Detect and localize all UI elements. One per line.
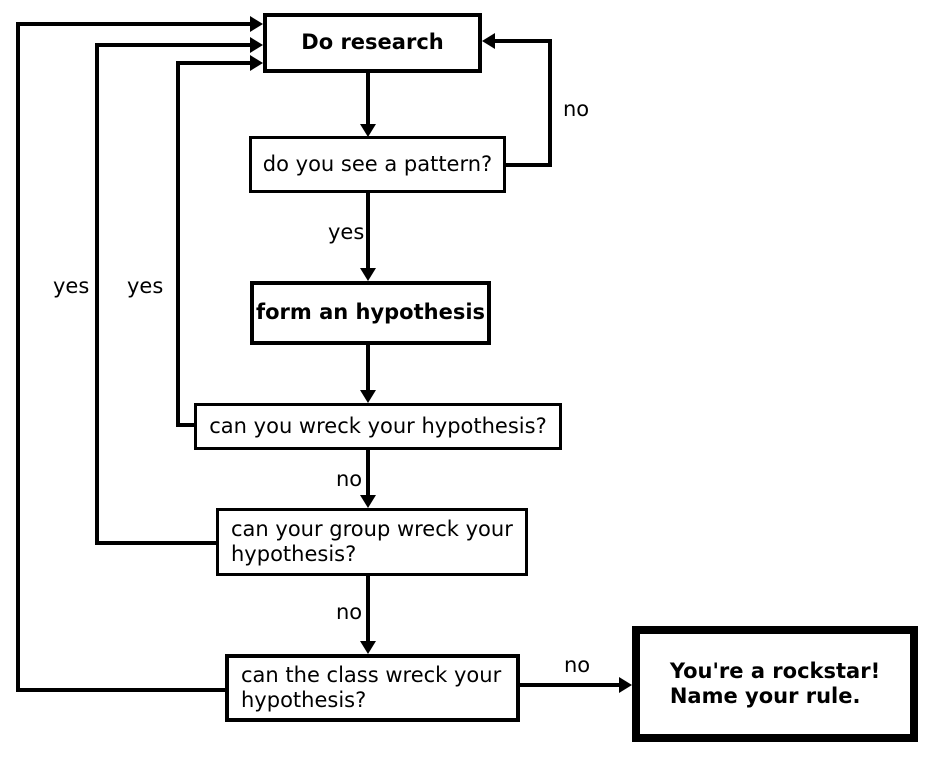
node-rockstar-label: You're a rockstar!Name your rule. (670, 659, 880, 709)
edge-wreckself-yes-loop-top-line (176, 61, 252, 65)
edge-group-yes-loop-bottom-line (97, 541, 219, 545)
edge-hypothesis-to-wreckself-line (366, 345, 370, 392)
edge-research-to-pattern-arrowhead (360, 124, 376, 137)
edge-class-to-rockstar-arrowhead (619, 677, 632, 693)
edge-wreckself-yes-loop-vertical-line (176, 61, 180, 427)
edge-wreckself-yes-loop-arrowhead (250, 55, 263, 71)
edge-pattern-no-loop-top-line (494, 39, 552, 43)
node-see-pattern: do you see a pattern? (249, 136, 506, 193)
node-wreck-your-hypothesis: can you wreck your hypothesis? (194, 403, 562, 450)
node-do-research: Do research (263, 13, 482, 73)
node-group-wreck-hypothesis: can your group wreck your hypothesis? (216, 508, 528, 576)
edge-wreckself-yes-loop-bottom-line (178, 423, 197, 427)
node-wreck-your-hypothesis-label: can you wreck your hypothesis? (209, 413, 547, 438)
edge-group-yes-loop-top-line (95, 43, 252, 47)
edge-pattern-to-hypothesis-line (366, 193, 370, 270)
edge-label-class-no: no (564, 653, 591, 677)
edge-pattern-no-loop-bottom-line (506, 163, 552, 167)
edge-class-yes-loop-arrowhead (250, 16, 263, 32)
edge-hypothesis-to-wreckself-arrowhead (360, 390, 376, 403)
edge-label-wreckself-no: no (336, 467, 363, 491)
edge-research-to-pattern-line (366, 73, 370, 126)
node-rockstar-line2: Name your rule. (669, 684, 861, 708)
edge-class-to-rockstar-line (520, 683, 620, 687)
edge-group-yes-loop-vertical-line (95, 43, 99, 545)
node-see-pattern-label: do you see a pattern? (262, 151, 493, 176)
edge-label-pattern-yes: yes (328, 220, 365, 244)
edge-pattern-no-loop-arrowhead (482, 33, 495, 49)
edge-class-yes-loop-bottom-line (18, 688, 228, 692)
edge-pattern-no-loop-vertical-line (548, 39, 552, 167)
node-rockstar-name-your-rule: You're a rockstar!Name your rule. (632, 626, 918, 742)
node-do-research-label: Do research (301, 30, 444, 55)
node-class-wreck-hypothesis-label: can the class wreck your hypothesis? (241, 662, 502, 712)
edge-class-yes-loop-vertical-line (16, 22, 20, 692)
edge-group-yes-loop-arrowhead (250, 37, 263, 53)
edge-group-to-class-arrowhead (360, 641, 376, 654)
node-form-hypothesis-label: form an hypothesis (255, 300, 486, 325)
edge-group-to-class-line (366, 576, 370, 643)
node-form-hypothesis: form an hypothesis (250, 281, 491, 345)
node-class-wreck-hypothesis: can the class wreck your hypothesis? (225, 654, 520, 722)
edge-class-yes-loop-top-line (16, 22, 252, 26)
edge-label-group-no: no (336, 600, 363, 624)
edge-wreckself-to-group-line (366, 450, 370, 497)
edge-label-loop-middle-yes: yes (53, 274, 90, 298)
edge-label-pattern-no: no (563, 97, 590, 121)
edge-label-loop-inner-yes: yes (127, 274, 164, 298)
node-rockstar-line1: You're a rockstar! (669, 658, 881, 683)
node-group-wreck-hypothesis-label: can your group wreck your hypothesis? (231, 516, 513, 566)
edge-wreckself-to-group-arrowhead (360, 495, 376, 508)
edge-pattern-to-hypothesis-arrowhead (360, 268, 376, 281)
